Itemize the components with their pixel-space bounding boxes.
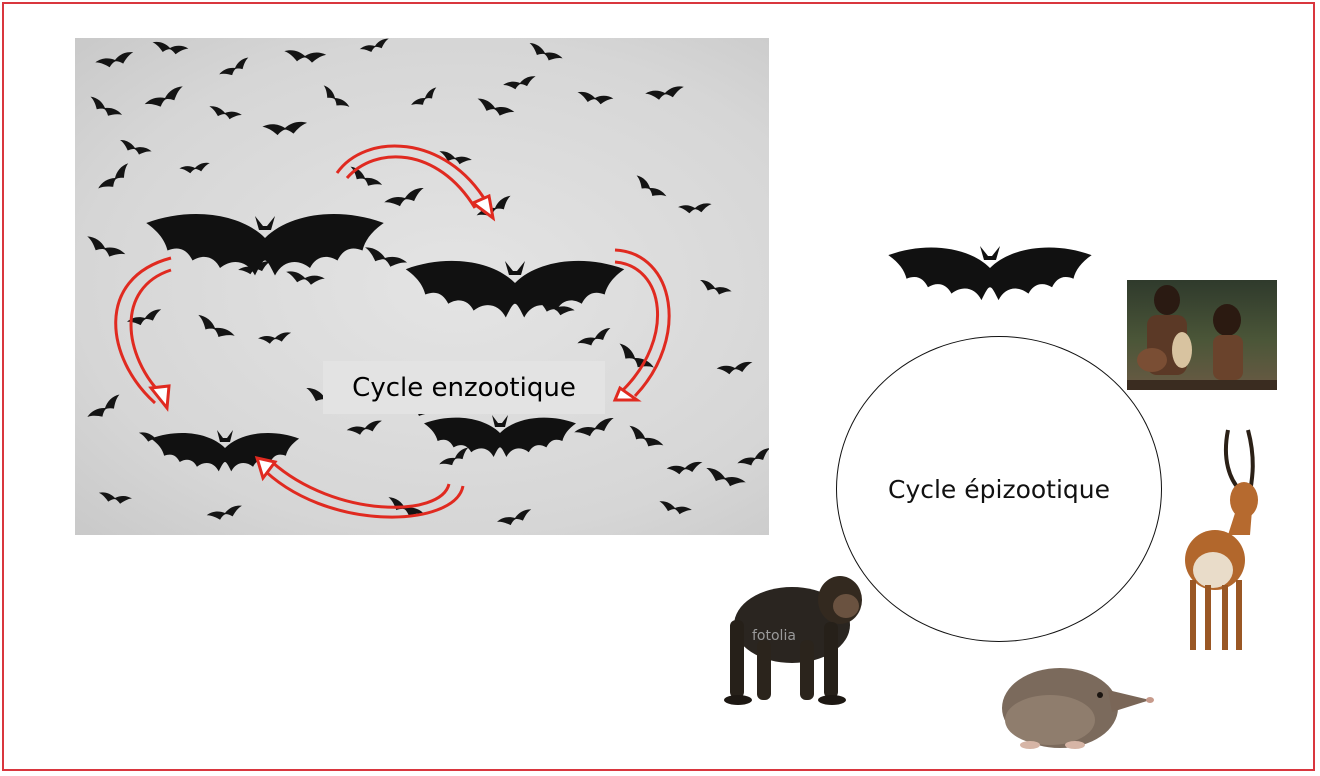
enzootic-cycle-panel: Cycle enzootique bbox=[75, 38, 769, 535]
bat-flock-background bbox=[75, 38, 769, 535]
cycle-arrow-icon bbox=[257, 458, 463, 517]
epizootic-cycle-circle: Cycle épizootique bbox=[836, 336, 1162, 642]
bat-silhouette-icon bbox=[406, 261, 625, 318]
people-photo bbox=[1127, 280, 1277, 390]
epizootic-cycle-label: Cycle épizootique bbox=[888, 475, 1110, 504]
enzootic-cycle-label: Cycle enzootique bbox=[323, 361, 605, 414]
bat-silhouette-icon bbox=[424, 415, 576, 457]
cycle-arrow-icon bbox=[116, 258, 171, 408]
cycle-arrow-icon bbox=[337, 146, 493, 218]
cycle-arrow-icon bbox=[615, 250, 669, 400]
stock-watermark: fotolia bbox=[752, 628, 796, 644]
